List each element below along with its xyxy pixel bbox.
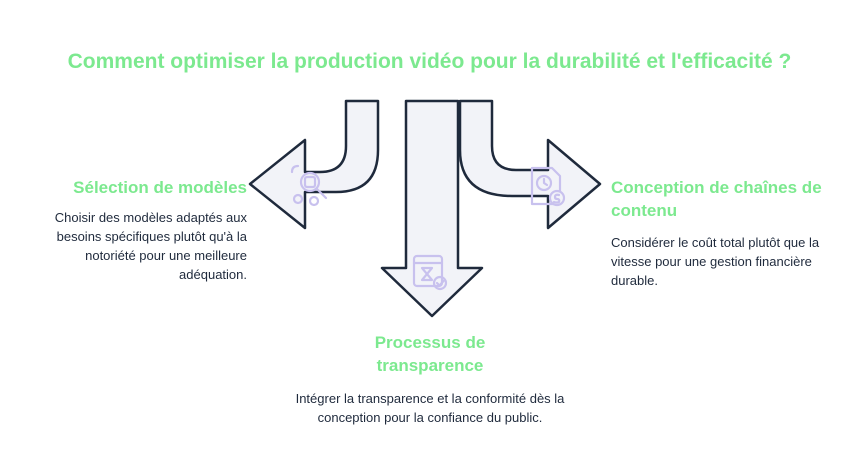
center-branch-heading: Processus de transparence xyxy=(374,333,486,375)
right-branch-heading: Conception de chaînes de contenu xyxy=(611,178,822,220)
right-arrow xyxy=(458,99,602,230)
left-branch-description: Choisir des modèles adaptés aux besoins … xyxy=(54,210,247,282)
model-search-icon xyxy=(290,164,328,207)
right-branch-description: Considérer le coût total plutôt que la v… xyxy=(611,235,820,288)
compliance-document-icon xyxy=(412,254,448,291)
cost-clock-icon xyxy=(530,166,566,207)
center-branch-description: Intégrer la transparence et la conformit… xyxy=(295,391,565,425)
left-arrow xyxy=(248,99,380,230)
center-arrow xyxy=(380,99,484,318)
left-branch-heading: Sélection de modèles xyxy=(73,178,247,197)
page-title: Comment optimiser la production vidéo po… xyxy=(67,50,792,73)
